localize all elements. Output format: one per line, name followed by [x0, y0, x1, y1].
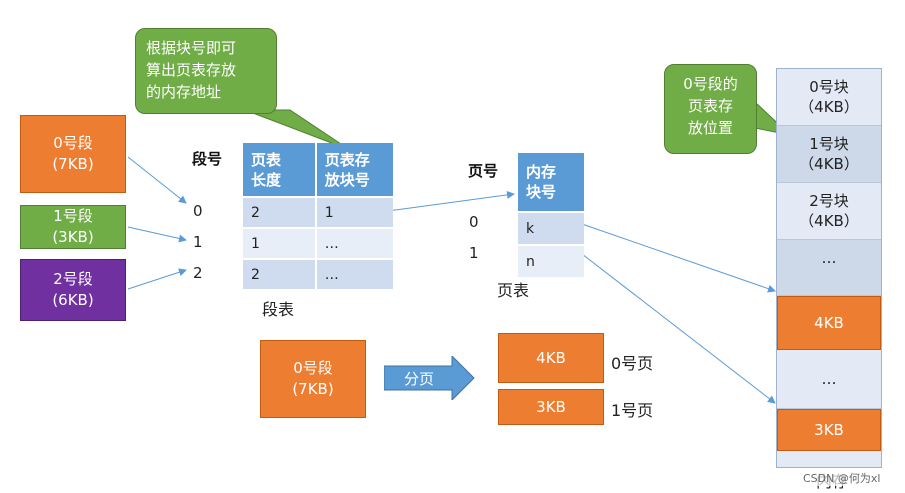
callout-right-line-2: 页表存: [687, 97, 733, 115]
segment-table-header-length-l1: 页表: [251, 150, 282, 169]
segment-table-row1-no: 1: [193, 233, 203, 251]
page-table-caption: 页表: [497, 281, 530, 300]
segment-table-row0-block: 1: [316, 196, 393, 227]
memory-block-1-l1: 1号块: [809, 135, 849, 153]
arrow-seg1-to-row1: [127, 226, 187, 243]
page-table-header-l2: 块号: [526, 183, 557, 201]
segment-table: 页表 长度 页表存 放块号 2 1 1 … 2 …: [243, 143, 393, 289]
segment-table-row1-block: …: [316, 227, 393, 258]
segment-0-box: 0号段 (7KB): [20, 115, 126, 193]
segment-table-row0-no: 0: [193, 202, 203, 220]
memory-block-7: [777, 451, 881, 467]
memory-block-4: 4KB: [777, 296, 881, 350]
page-table-row1-block: n: [518, 244, 584, 277]
segment-table-caption: 段表: [262, 300, 295, 319]
callout-top-line-2: 算出页表存放: [146, 61, 237, 79]
segment-1-size: (3KB): [52, 228, 94, 246]
segment-table-header-block-l1: 页表存: [324, 150, 370, 169]
paging-arrow: [384, 356, 475, 400]
memory-block-0: 0号块 （4KB）: [777, 69, 881, 126]
page-table-row0-no: 0: [469, 213, 479, 231]
segment-table-row2-length: 2: [243, 258, 317, 289]
watermark: CSDN @何为xl: [801, 470, 883, 486]
memory-block-2-l1: 2号块: [809, 192, 849, 210]
paging-segment-box: 0号段 (7KB): [260, 340, 366, 418]
page-0-size: 4KB: [536, 348, 566, 367]
segment-0-name: 0号段: [53, 134, 93, 152]
arrow-seg0-to-row0: [127, 156, 187, 204]
page-table-col-label: 页号: [468, 162, 499, 180]
memory-block-1-l2: （4KB）: [799, 155, 859, 173]
page-1-box: 3KB: [498, 389, 604, 425]
arrow-page0-to-memory: [581, 223, 776, 293]
paging-segment-name: 0号段: [293, 359, 333, 377]
arrow-page1-to-memory: [581, 253, 776, 404]
callout-right-line-3: 放位置: [687, 119, 733, 137]
segment-1-name: 1号段: [53, 207, 93, 225]
callout-top-line-1: 根据块号即可: [146, 39, 237, 57]
segment-0-size: (7KB): [52, 155, 94, 173]
page-0-label: 0号页: [611, 354, 654, 373]
page-0-box: 4KB: [498, 333, 604, 383]
segment-table-header-length-l2: 长度: [251, 170, 282, 189]
callout-top: 根据块号即可 算出页表存放 的内存地址: [135, 28, 277, 114]
memory-block-2-l2: （4KB）: [799, 212, 859, 230]
memory-block-6-l1: 3KB: [814, 421, 844, 439]
segment-table-header-length: 页表 长度: [243, 143, 317, 196]
page-table-row1-no: 1: [469, 244, 479, 262]
table-row: 2 …: [243, 258, 393, 289]
paging-segment-size: (7KB): [292, 380, 334, 398]
page-table-header-l1: 内存: [526, 163, 557, 181]
segment-table-header-block-l2: 放块号: [324, 170, 370, 189]
memory-block-1: 1号块 （4KB）: [777, 126, 881, 183]
segment-2-name: 2号段: [53, 270, 93, 288]
segment-2-size: (6KB): [52, 291, 94, 309]
segment-table-col-label: 段号: [192, 150, 223, 168]
memory-block-0-l2: （4KB）: [799, 98, 859, 116]
paging-arrow-label: 分页: [404, 370, 435, 388]
callout-top-line-3: 的内存地址: [146, 83, 222, 101]
segment-table-row2-block: …: [316, 258, 393, 289]
memory-block-5: …: [777, 350, 881, 409]
page-table-row0-block: k: [518, 211, 584, 244]
table-row: 1 …: [243, 227, 393, 258]
memory-block-2: 2号块 （4KB）: [777, 183, 881, 240]
segment-table-row0-length: 2: [243, 196, 317, 227]
memory-block-5-l1: …: [821, 370, 837, 388]
memory-block-3: …: [777, 240, 881, 296]
segment-2-box: 2号段 (6KB): [20, 259, 126, 321]
arrow-segtable-to-pagetable: [387, 190, 515, 212]
memory-block-6: 3KB: [777, 409, 881, 451]
memory-block-0-l1: 0号块: [809, 78, 849, 96]
table-row: 2 1: [243, 196, 393, 227]
page-table-header: 内存 块号: [518, 153, 584, 211]
memory-block-4-l1: 4KB: [814, 314, 844, 332]
segment-1-box: 1号段 (3KB): [20, 205, 126, 249]
callout-right-line-1: 0号段的: [683, 75, 738, 93]
segment-table-row2-no: 2: [193, 264, 203, 282]
memory-column: 0号块 （4KB） 1号块 （4KB） 2号块 （4KB） … 4KB … 3K…: [776, 68, 882, 468]
arrow-seg2-to-row2: [127, 268, 187, 290]
page-1-size: 3KB: [536, 397, 566, 416]
page-table: 内存 块号 k n: [518, 153, 584, 277]
page-1-label: 1号页: [611, 401, 654, 420]
callout-right: 0号段的 页表存 放位置: [664, 64, 757, 154]
segment-table-row1-length: 1: [243, 227, 317, 258]
memory-block-3-l1: …: [821, 249, 837, 267]
segment-table-header-block: 页表存 放块号: [316, 143, 393, 196]
